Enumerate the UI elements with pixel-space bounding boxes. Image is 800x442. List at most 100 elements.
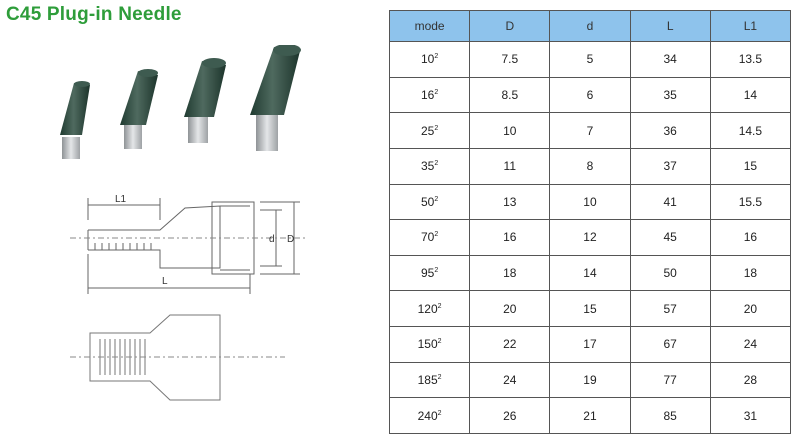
terminal-3	[184, 58, 226, 143]
mode-superscript: 2	[434, 267, 439, 275]
cell-d: 10	[469, 112, 551, 149]
cell-d: 5	[549, 41, 631, 78]
cell-l: 36	[629, 112, 711, 149]
cell-l1: 13.5	[709, 41, 792, 78]
cell-l: 45	[629, 219, 711, 256]
mode-superscript: 2	[434, 124, 439, 132]
cell-d: 26	[469, 397, 551, 434]
label-d-small: d	[269, 234, 275, 245]
cell-l: 50	[629, 254, 711, 292]
cell-d: 15	[549, 290, 631, 327]
cell-l: 34	[629, 41, 711, 78]
cell-mode: 352	[388, 147, 471, 185]
outline-view	[70, 314, 285, 401]
cell-d: 17	[549, 326, 631, 363]
cell-mode: 702	[388, 219, 471, 256]
label-d-big: D	[287, 234, 294, 245]
mode-superscript: 2	[434, 53, 439, 61]
header-l: L	[629, 10, 711, 42]
mode-superscript: 2	[437, 373, 442, 381]
cell-d: 8	[549, 147, 631, 185]
mode-value: 240	[417, 408, 438, 423]
cell-d: 7	[549, 112, 631, 149]
product-photo	[60, 45, 301, 159]
table-header-row: mode D d L L1	[388, 10, 792, 42]
header-d-big: D	[469, 10, 551, 42]
cell-l: 35	[629, 76, 711, 114]
mode-superscript: 2	[437, 409, 442, 417]
cell-d: 10	[549, 183, 631, 221]
cell-d: 21	[549, 397, 631, 434]
cell-mode: 1852	[388, 361, 471, 399]
cell-d: 14	[549, 254, 631, 292]
cell-d: 11	[469, 147, 551, 185]
page-title: C45 Plug-in Needle	[6, 4, 182, 25]
cell-l1: 14	[709, 76, 792, 114]
label-l: L	[162, 276, 168, 287]
mode-superscript: 2	[434, 195, 439, 203]
cell-d: 22	[469, 326, 551, 363]
cell-d: 8.5	[469, 76, 551, 114]
cell-l1: 24	[709, 326, 792, 363]
cell-l1: 15	[709, 147, 792, 185]
header-l1: L1	[709, 10, 792, 42]
cell-d: 7.5	[469, 41, 551, 78]
mode-value: 25	[420, 123, 435, 138]
cell-l1: 18	[709, 254, 792, 292]
mode-value: 50	[420, 194, 435, 209]
cell-l: 77	[629, 361, 711, 399]
mode-superscript: 2	[434, 231, 439, 239]
terminal-1	[60, 81, 90, 159]
cell-l1: 28	[709, 361, 792, 399]
mode-superscript: 2	[434, 160, 439, 168]
cell-l1: 14.5	[709, 112, 792, 149]
mode-superscript: 2	[437, 302, 442, 310]
cell-l1: 20	[709, 290, 792, 327]
cell-mode: 252	[388, 112, 471, 149]
cell-mode: 162	[388, 76, 471, 114]
cell-d: 24	[469, 361, 551, 399]
cell-d: 18	[469, 254, 551, 292]
label-l1: L1	[115, 194, 127, 205]
cell-l1: 15.5	[709, 183, 792, 221]
header-mode: mode	[388, 10, 471, 42]
cell-mode: 102	[388, 41, 471, 78]
cell-d: 13	[469, 183, 551, 221]
mode-value: 16	[420, 87, 435, 102]
cell-l1: 31	[709, 397, 792, 434]
mode-value: 150	[417, 337, 438, 352]
mode-value: 10	[420, 52, 435, 67]
mode-superscript: 2	[437, 338, 442, 346]
cell-l: 57	[629, 290, 711, 327]
mode-value: 120	[417, 301, 438, 316]
cell-l: 41	[629, 183, 711, 221]
cell-mode: 2402	[388, 397, 471, 434]
terminal-4	[250, 45, 301, 151]
cell-l: 67	[629, 326, 711, 363]
dimension-drawing: L1 L d D	[70, 194, 305, 294]
cell-d: 19	[549, 361, 631, 399]
cell-mode: 952	[388, 254, 471, 292]
mode-value: 185	[417, 372, 438, 387]
cell-d: 16	[469, 219, 551, 256]
mode-value: 35	[420, 159, 435, 174]
mode-superscript: 2	[434, 88, 439, 96]
cell-mode: 1202	[388, 290, 471, 327]
cell-l: 85	[629, 397, 711, 434]
cell-d: 20	[469, 290, 551, 327]
cell-mode: 502	[388, 183, 471, 221]
cell-l1: 16	[709, 219, 792, 256]
